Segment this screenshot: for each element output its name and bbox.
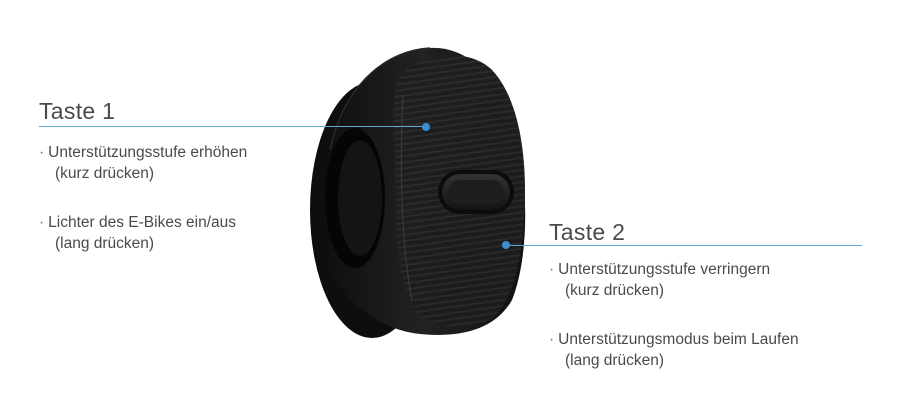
taste-1-anchor-dot: [422, 123, 430, 131]
taste-1-item-1: ·Unterstützungsstufe erhöhen (kurz drück…: [39, 142, 247, 184]
taste-1-leader-line: [39, 126, 425, 127]
bullet: ·: [549, 331, 555, 348]
taste-2-item-1: ·Unterstützungsstufe verringern (kurz dr…: [549, 259, 770, 301]
taste-2-item-2: ·Unterstützungsmodus beim Laufen (lang d…: [549, 329, 799, 371]
taste-1-item-2: ·Lichter des E-Bikes ein/aus (lang drück…: [39, 212, 236, 254]
bullet: ·: [549, 261, 555, 278]
button-2: [438, 170, 514, 214]
taste-2-item-1-text: Unterstützungsstufe verringern: [558, 261, 771, 278]
bullet: ·: [39, 144, 45, 161]
bullet: ·: [39, 214, 45, 231]
ring-hole-inner: [338, 140, 382, 256]
taste-1-heading: Taste 1: [39, 98, 116, 124]
taste-1-item-1-note: (kurz drücken): [55, 165, 155, 182]
taste-2-leader-line: [506, 245, 862, 246]
taste-1-item-2-text: Lichter des E-Bikes ein/aus: [48, 214, 236, 231]
taste-2-item-2-note: (lang drücken): [565, 352, 665, 369]
taste-1-item-2-note: (lang drücken): [55, 235, 155, 252]
taste-2-anchor-dot: [502, 241, 510, 249]
taste-2-item-1-note: (kurz drücken): [565, 282, 665, 299]
taste-1-item-1-text: Unterstützungsstufe erhöhen: [48, 144, 248, 161]
taste-2-heading: Taste 2: [549, 219, 626, 245]
taste-2-item-2-text: Unterstützungsmodus beim Laufen: [558, 331, 799, 348]
